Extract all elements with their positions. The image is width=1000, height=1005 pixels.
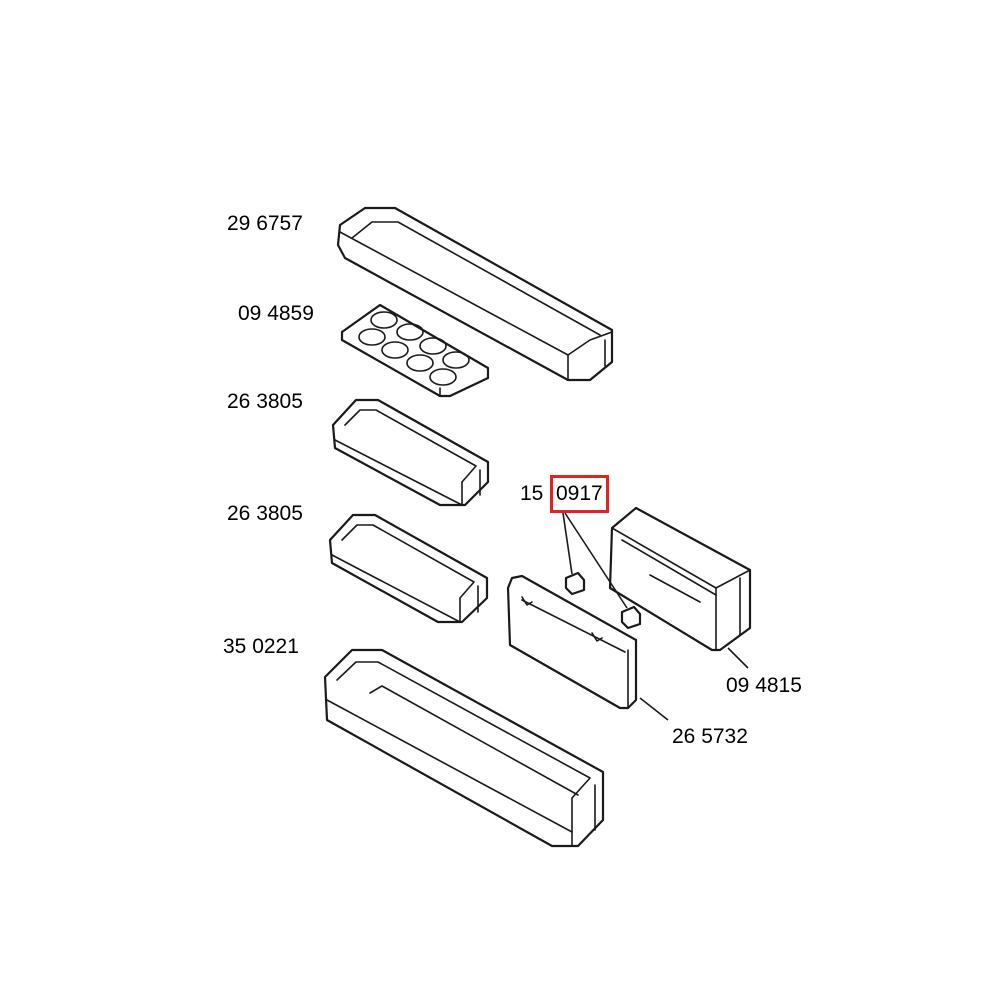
dairy-cover — [506, 574, 638, 710]
label-bottle-shelf: 35 0221 — [223, 635, 299, 658]
dairy-box — [608, 506, 752, 652]
label-dairy-cover: 26 5732 — [672, 725, 748, 748]
leader-clip-right — [564, 512, 628, 609]
label-clip-highlight: 0917 — [550, 475, 609, 513]
egg-tray — [340, 303, 490, 398]
door-bin-upper — [331, 398, 490, 507]
bottle-shelf — [323, 648, 605, 848]
leader-dairy-box — [727, 647, 749, 669]
leader-clip-left — [562, 512, 573, 575]
label-bin-lower: 26 3805 — [227, 502, 303, 525]
label-egg-tray: 09 4859 — [238, 302, 314, 325]
door-shelf-top — [336, 206, 614, 382]
leader-dairy-cover — [639, 697, 669, 721]
clip-left — [564, 571, 586, 596]
label-clip-prefix: 15 — [520, 482, 544, 505]
label-bin-upper: 26 3805 — [227, 390, 303, 413]
label-dairy-box: 09 4815 — [726, 674, 802, 697]
label-shelf-top: 29 6757 — [227, 212, 303, 235]
door-bin-lower — [328, 513, 489, 624]
clip-right — [620, 605, 642, 630]
